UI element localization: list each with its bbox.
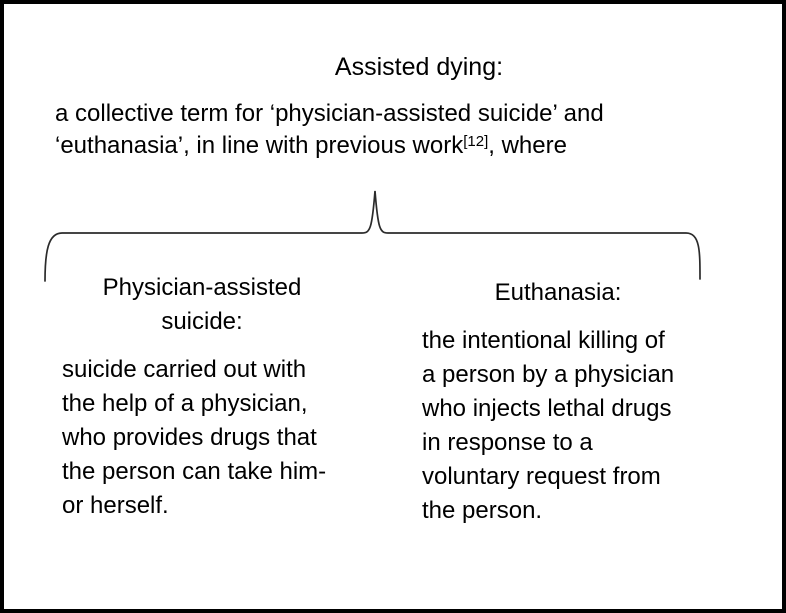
definition-line: who provides drugs that — [62, 424, 317, 451]
assisted-dying-description: a collective term for ‘physician-assiste… — [55, 98, 755, 165]
physician-assisted-suicide-panel: Physician-assisted suicide: suicide carr… — [62, 271, 342, 523]
description-line2-text: ‘euthanasia’, in line with previous work — [55, 132, 464, 159]
brace-icon — [40, 185, 710, 290]
euthanasia-definition: the intentional killing of a person by a… — [422, 324, 694, 528]
definition-line: voluntary request from — [422, 463, 661, 490]
definition-line: the person can take him- — [62, 458, 327, 485]
euthanasia-title: Euthanasia: — [494, 279, 622, 306]
definition-line: suicide carried out with — [62, 356, 307, 383]
euthanasia-panel: Euthanasia: the intentional killing of a… — [422, 276, 694, 528]
description-line2-text: , where — [488, 132, 567, 159]
description-line: ‘euthanasia’, in line with previous work… — [55, 130, 755, 165]
definition-line: a person by a physician — [422, 361, 675, 388]
description-line: a collective term for ‘physician-assiste… — [55, 100, 604, 127]
definition-line: the help of a physician, — [62, 390, 308, 417]
definition-line: the intentional killing of — [422, 327, 665, 354]
citation-reference: [12] — [463, 133, 489, 150]
assisted-dying-title: Assisted dying: — [334, 53, 504, 81]
definition-line: or herself. — [62, 492, 169, 519]
physician-assisted-suicide-definition: suicide carried out with the help of a p… — [62, 353, 342, 523]
definition-line: the person. — [422, 497, 543, 524]
physician-assisted-suicide-title: Physician-assisted suicide: — [102, 274, 302, 335]
definition-line: in response to a — [422, 429, 593, 456]
definition-line: who injects lethal drugs — [422, 395, 672, 422]
